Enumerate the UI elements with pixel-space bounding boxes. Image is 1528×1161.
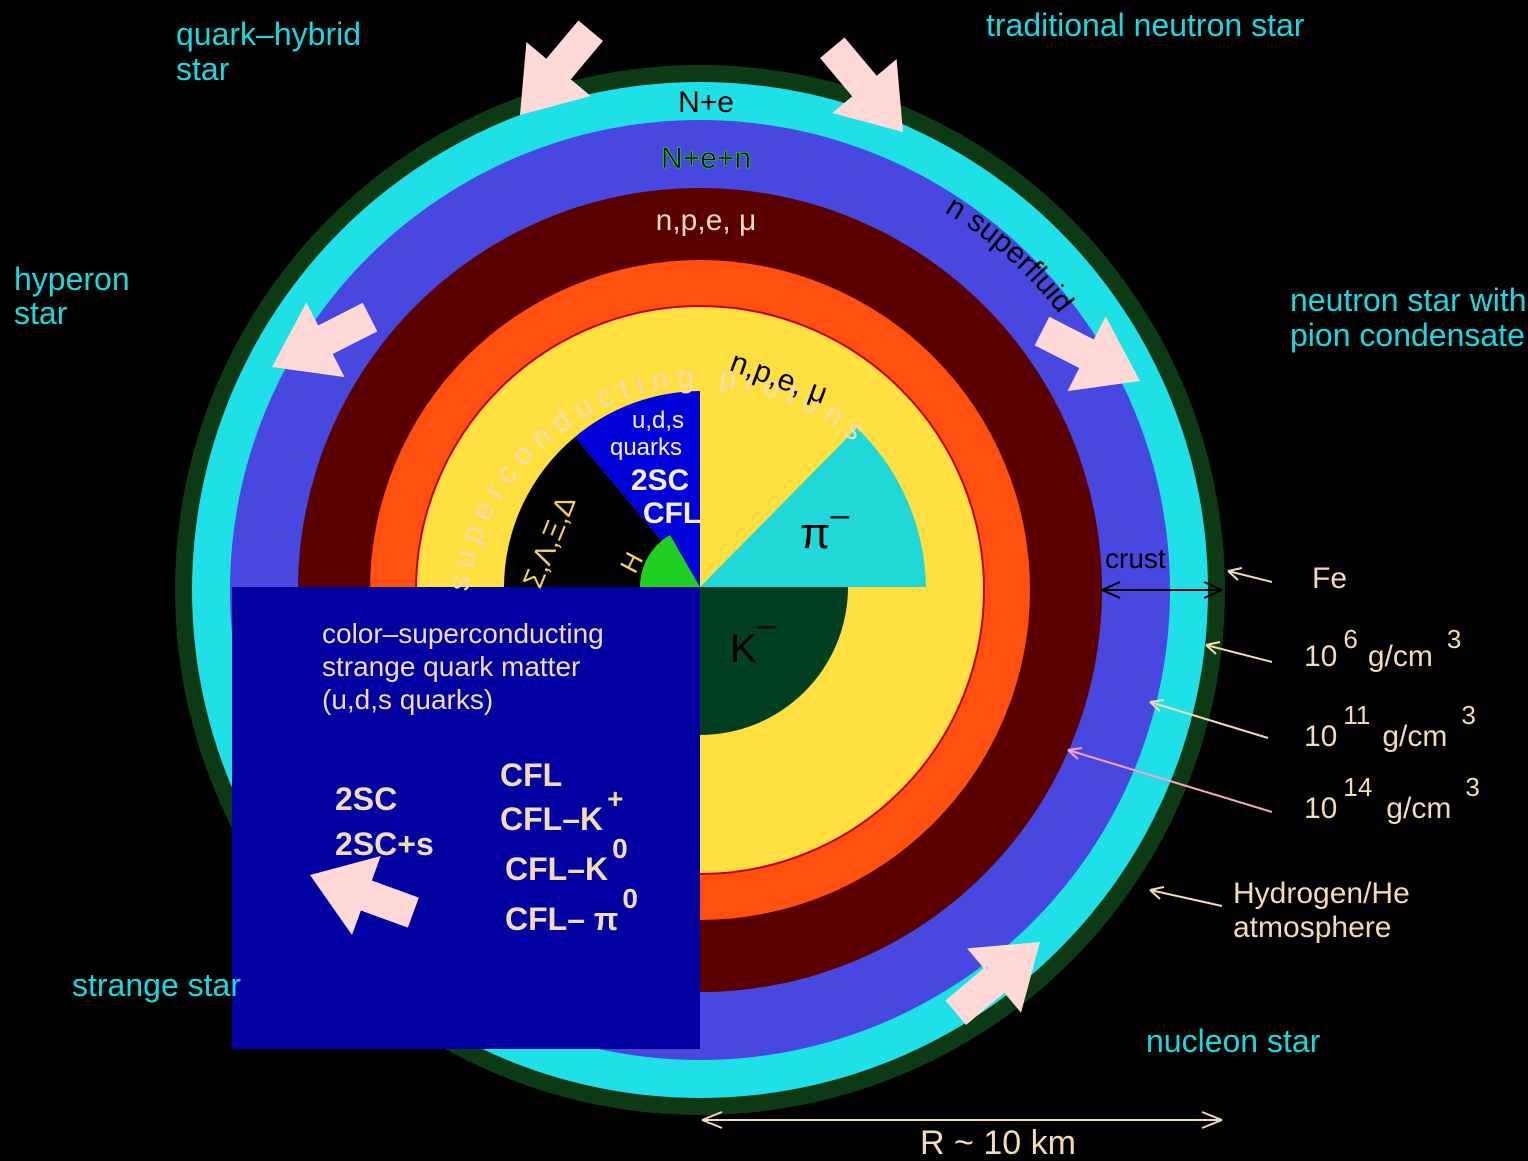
atmosphere-label-1: Hydrogen/He bbox=[1233, 877, 1410, 910]
n-e-label: N+e bbox=[678, 86, 734, 119]
quark-hybrid-label: quark–hybrid bbox=[176, 16, 361, 52]
arrow-traditional bbox=[820, 37, 903, 132]
quark-hybrid-label-2: star bbox=[176, 51, 230, 87]
quark-core-label-2: quarks bbox=[610, 434, 682, 461]
arrow-strange bbox=[310, 856, 419, 935]
phase-cfl-pi0: CFL– π0 bbox=[505, 883, 638, 937]
cfl-matter-line-2: strange quark matter bbox=[322, 651, 580, 682]
fe-label: Fe bbox=[1312, 562, 1347, 595]
phase-cfl-k-plus: CFL–K+ bbox=[500, 783, 623, 837]
h-core bbox=[640, 535, 700, 587]
radius-arrow-right-head bbox=[1201, 1111, 1223, 1129]
density-1e6-pointer-head bbox=[1205, 641, 1221, 655]
hyperon-star-label: hyperon bbox=[14, 261, 130, 297]
quark-core-label-1: u,d,s bbox=[632, 407, 684, 434]
cfl-matter-line-1: color–superconducting bbox=[322, 618, 604, 649]
density-1e6: 106g/cm3 bbox=[1304, 624, 1461, 673]
density-1e14-pointer-head bbox=[1067, 747, 1083, 760]
density-1e14: 1014g/cm3 bbox=[1304, 772, 1480, 825]
fe-pointer-head bbox=[1227, 567, 1243, 581]
density-1e11: 1011g/cm3 bbox=[1304, 700, 1476, 753]
crust-label: crust bbox=[1105, 543, 1166, 574]
quark-matter-quadrant bbox=[232, 587, 700, 1049]
arrow-pion bbox=[1034, 316, 1140, 392]
quark-core-label-4: CFL bbox=[643, 497, 701, 530]
pion-star-label: neutron star with bbox=[1290, 282, 1527, 318]
density-1e11-pointer-head bbox=[1149, 699, 1165, 712]
density-1e6-pointer bbox=[1205, 644, 1273, 663]
density-1e11-pointer bbox=[1149, 701, 1269, 739]
hyperon-core-sector bbox=[504, 437, 700, 587]
crust-arrow-right-head bbox=[1203, 581, 1223, 599]
atmosphere-pointer bbox=[1149, 889, 1223, 907]
pion-label: π– bbox=[800, 496, 849, 558]
outer-core-label: n,p,e, μ bbox=[656, 204, 757, 237]
pion-star-label-2: pion condensate bbox=[1290, 317, 1525, 353]
phase-2sc-s: 2SC+s bbox=[335, 826, 434, 862]
phase-cfl: CFL bbox=[500, 757, 562, 793]
atmosphere-pointer-head bbox=[1149, 886, 1165, 900]
n-e-n-label: N+e+n bbox=[661, 142, 751, 175]
kaon-core bbox=[700, 587, 848, 735]
radius-label: R ~ 10 km bbox=[920, 1124, 1076, 1161]
quark-core-label-3: 2SC bbox=[631, 464, 689, 497]
cfl-matter-line-3: (u,d,s quarks) bbox=[322, 684, 493, 715]
phase-cfl-k0: CFL–K0 bbox=[505, 833, 628, 887]
atmosphere-label-2: atmosphere bbox=[1233, 911, 1391, 944]
strange-star-label: strange star bbox=[72, 967, 241, 1003]
arrow-nucleon bbox=[945, 942, 1040, 1025]
nucleon-star-label: nucleon star bbox=[1146, 1023, 1321, 1059]
hyperon-star-label-2: star bbox=[14, 295, 68, 331]
phase-2sc: 2SC bbox=[335, 781, 397, 817]
fe-pointer bbox=[1227, 570, 1273, 583]
crust-arrow-left-head bbox=[1101, 581, 1121, 599]
radius-arrow-left-head bbox=[701, 1111, 723, 1129]
kaon-label: K– bbox=[730, 606, 776, 671]
traditional-neutron-star-label: traditional neutron star bbox=[986, 7, 1305, 43]
arrow-quark-hybrid bbox=[520, 20, 603, 115]
density-1e14-pointer bbox=[1067, 749, 1273, 813]
pion-sector bbox=[700, 428, 926, 587]
arrow-hyperon bbox=[272, 302, 378, 378]
